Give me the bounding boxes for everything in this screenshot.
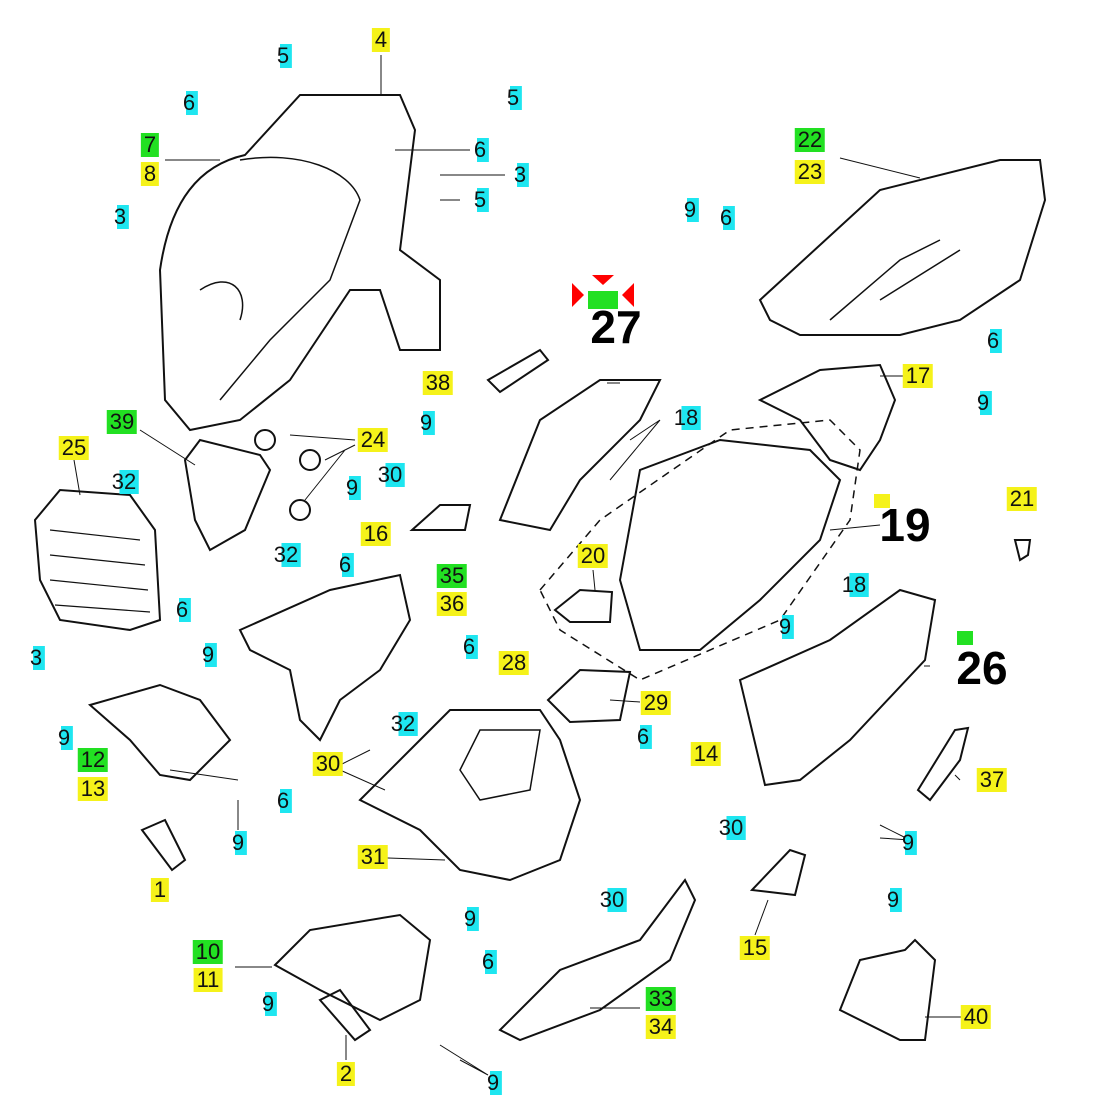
clip-part bbox=[1013, 539, 1032, 562]
part-callout-11: 11 bbox=[193, 968, 223, 992]
part-callout-6: 6 bbox=[633, 725, 653, 749]
small-cover-part bbox=[553, 588, 614, 623]
part-callout-14: 14 bbox=[690, 742, 722, 766]
side-panel-part bbox=[738, 588, 937, 787]
reflector-part bbox=[318, 988, 372, 1042]
center-panel-part bbox=[498, 379, 662, 532]
part-callout-36: 36 bbox=[436, 592, 468, 616]
part-callout-33: 33 bbox=[645, 987, 677, 1011]
part-callout-16: 16 bbox=[360, 522, 392, 546]
part-callout-20: 20 bbox=[577, 544, 609, 568]
part-callout-38: 38 bbox=[422, 371, 454, 395]
part-callout-9: 9 bbox=[883, 888, 903, 912]
bracket-part bbox=[409, 504, 472, 531]
part-callout-13: 13 bbox=[77, 777, 109, 801]
callout-tab bbox=[957, 631, 973, 645]
storage-box-part bbox=[618, 438, 842, 651]
part-callout-28: 28 bbox=[498, 651, 530, 675]
part-callout-12: 12 bbox=[77, 748, 109, 772]
part-callout-9: 9 bbox=[342, 476, 362, 500]
radiator-grille-part bbox=[33, 488, 162, 632]
part-callout-6: 6 bbox=[273, 789, 293, 813]
lower-cover-part bbox=[87, 683, 232, 782]
part-callout-9: 9 bbox=[775, 615, 795, 639]
part-callout-32: 32 bbox=[108, 470, 140, 494]
part-callout-22: 22 bbox=[794, 128, 826, 152]
part-callout-1: 1 bbox=[150, 878, 170, 902]
part-callout-23: 23 bbox=[794, 160, 826, 184]
rear-carrier-part bbox=[757, 363, 897, 472]
part-callout-7: 7 bbox=[140, 133, 160, 157]
part-callout-6: 6 bbox=[335, 553, 355, 577]
part-callout-3: 3 bbox=[110, 205, 130, 229]
part-callout-29: 29 bbox=[640, 691, 672, 715]
part-callout-31: 31 bbox=[357, 845, 389, 869]
leader-lines bbox=[73, 55, 962, 1076]
emblem-part bbox=[486, 348, 550, 394]
part-callout-5: 5 bbox=[273, 44, 293, 68]
part-callout-24: 24 bbox=[357, 428, 389, 452]
part-callout-2: 2 bbox=[336, 1062, 356, 1086]
part-callout-4: 4 bbox=[371, 28, 391, 52]
part-callout-5: 5 bbox=[503, 86, 523, 110]
part-callout-15: 15 bbox=[739, 936, 771, 960]
floor-panel-part bbox=[358, 709, 582, 882]
part-callout-9: 9 bbox=[198, 643, 218, 667]
part-callout-9: 9 bbox=[54, 726, 74, 750]
part-callout-6: 6 bbox=[172, 598, 192, 622]
part-callout-37: 37 bbox=[976, 768, 1008, 792]
part-callout-30: 30 bbox=[374, 463, 406, 487]
part-callout-9: 9 bbox=[680, 198, 700, 222]
side-skirt-part bbox=[498, 878, 697, 1042]
part-callout-34: 34 bbox=[645, 1015, 677, 1039]
part-callout-6: 6 bbox=[459, 635, 479, 659]
lower-front-panel-part bbox=[273, 913, 432, 1022]
part-callout-6: 6 bbox=[179, 91, 199, 115]
part-callout-6: 6 bbox=[716, 206, 736, 230]
part-callout-10: 10 bbox=[192, 940, 224, 964]
rear-side-cover-part bbox=[758, 159, 1047, 336]
part-callout-large-26: 26 bbox=[956, 642, 1008, 694]
inner-panel-part bbox=[238, 573, 412, 742]
reflector-part bbox=[916, 726, 970, 802]
front-cover-part bbox=[183, 438, 272, 552]
part-callout-9: 9 bbox=[973, 391, 993, 415]
grommet-part bbox=[254, 429, 276, 451]
part-callout-6: 6 bbox=[470, 138, 490, 162]
part-callout-18: 18 bbox=[670, 406, 702, 430]
part-callout-9: 9 bbox=[258, 992, 278, 1016]
part-callout-39: 39 bbox=[106, 410, 138, 434]
part-callout-9: 9 bbox=[483, 1071, 503, 1095]
part-callout-30: 30 bbox=[596, 888, 628, 912]
part-callout-9: 9 bbox=[228, 831, 248, 855]
part-callout-40: 40 bbox=[960, 1005, 992, 1029]
part-callout-6: 6 bbox=[983, 329, 1003, 353]
part-callout-3: 3 bbox=[510, 163, 530, 187]
part-callout-32: 32 bbox=[387, 712, 419, 736]
part-callout-6: 6 bbox=[478, 950, 498, 974]
lid-part bbox=[546, 668, 632, 724]
part-callout-5: 5 bbox=[470, 188, 490, 212]
part-callout-30: 30 bbox=[715, 816, 747, 840]
callout-tab bbox=[874, 494, 890, 508]
part-callout-large-27: 27 bbox=[590, 301, 642, 353]
mudflap-part bbox=[838, 938, 937, 1041]
part-callout-17: 17 bbox=[902, 364, 934, 388]
part-callout-3: 3 bbox=[26, 646, 46, 670]
part-callout-9: 9 bbox=[416, 411, 436, 435]
part-callout-25: 25 bbox=[58, 436, 90, 460]
part-callout-35: 35 bbox=[436, 564, 468, 588]
bracket-part bbox=[749, 848, 807, 897]
part-callout-21: 21 bbox=[1006, 487, 1038, 511]
move-marker-icon bbox=[572, 275, 634, 309]
part-callout-18: 18 bbox=[838, 573, 870, 597]
part-callout-9: 9 bbox=[898, 831, 918, 855]
part-callout-9: 9 bbox=[460, 907, 480, 931]
part-callout-30: 30 bbox=[312, 752, 344, 776]
reflector-part bbox=[140, 818, 187, 872]
part-callout-32: 32 bbox=[270, 543, 302, 567]
front-shield-part bbox=[158, 94, 441, 432]
part-callout-8: 8 bbox=[140, 162, 160, 186]
